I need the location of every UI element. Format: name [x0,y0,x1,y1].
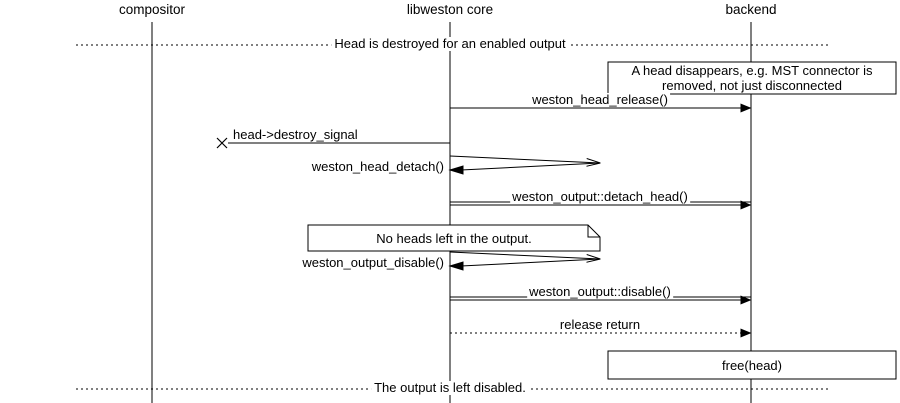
separator-label-bottom: The output is left disabled. [371,381,529,395]
message-self-arrowhead-weston-output-disable-self [448,261,464,271]
separator-label-top: Head is destroyed for an enabled output [331,37,569,51]
message-self-back-weston-output-disable-self [460,258,601,267]
message-label-weston-head-detach: weston_head_detach() [309,159,446,174]
note-box-note-no-heads-left [307,224,601,252]
note-fold-note-no-heads-left [587,225,600,238]
message-self-out-weston-output-disable-self [449,251,600,259]
separator-group [76,44,830,390]
note-line-1: A head disappears, e.g. MST connector is [631,63,873,78]
note-text-note-free-head: free(head) [608,358,896,373]
note-box-note-head-disappears [607,61,897,95]
note-text-note-no-heads-left: No heads left in the output. [308,231,600,246]
message-group [216,103,752,338]
actor-label-compositor: compositor [118,2,186,17]
lost-message-x-icon-head-destroy-signal [216,137,228,149]
message-self-out-weston-head-detach [449,155,600,163]
message-label-release-return: release return [557,317,643,332]
actor-label-libweston-core: libweston core [406,2,494,17]
message-self-arrowhead-weston-head-detach [448,165,464,175]
message-label-weston-head-release: weston_head_release() [530,92,670,107]
note-line-1: No heads left in the output. [376,231,532,246]
message-label-weston-output-disable-self: weston_output_disable() [300,255,446,270]
note-line-1: free(head) [722,358,782,373]
message-label-weston-output-detach-head: weston_output::detach_head() [510,189,690,204]
message-self-back-weston-head-detach [460,162,601,171]
note-text-note-head-disappears: A head disappears, e.g. MST connector is… [608,63,896,93]
message-label-weston-output-disable: weston_output::disable() [527,284,673,299]
note-line-2: removed, not just disconnected [662,78,842,93]
note-shape-group [307,61,897,380]
actor-label-backend: backend [725,2,777,17]
message-label-head-destroy-signal: head->destroy_signal [231,127,360,142]
note-box-note-free-head [607,350,897,380]
